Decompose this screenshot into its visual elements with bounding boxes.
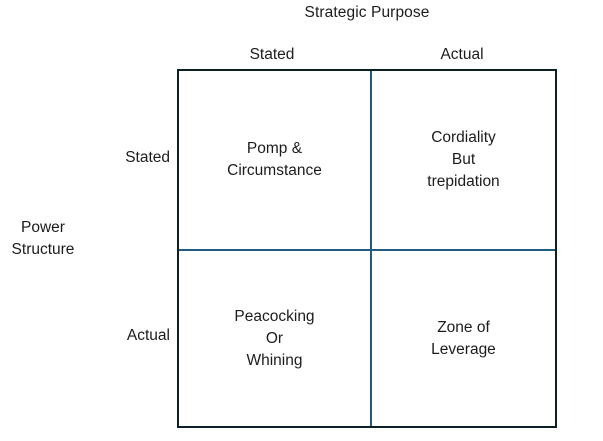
quadrant-cell-actual-stated[interactable]: Peacocking Or Whining (179, 251, 370, 426)
quadrant-cell-actual-actual[interactable]: Zone of Leverage (372, 251, 555, 426)
quadrant-cell-label: Cordiality But trepidation (427, 129, 500, 190)
column-header-actual: Actual (440, 46, 484, 63)
quadrant-cell-label: Pomp & Circumstance (227, 140, 322, 179)
vertical-divider (370, 71, 372, 426)
quadrant-matrix: Pomp & Circumstance Cordiality But trepi… (177, 69, 557, 428)
row-header-stated: Stated (125, 149, 170, 166)
quadrant-cell-stated-stated[interactable]: Pomp & Circumstance (179, 71, 370, 249)
quadrant-cell-label: Zone of Leverage (431, 318, 496, 358)
horizontal-divider (179, 249, 555, 251)
page-title: Strategic Purpose (304, 4, 430, 21)
row-axis-title: Power Structure (11, 219, 75, 258)
quadrant-cell-label: Peacocking Or Whining (234, 307, 315, 369)
row-header-actual: Actual (126, 327, 170, 344)
quadrant-cell-stated-actual[interactable]: Cordiality But trepidation (372, 71, 555, 249)
column-header-stated: Stated (249, 46, 295, 63)
